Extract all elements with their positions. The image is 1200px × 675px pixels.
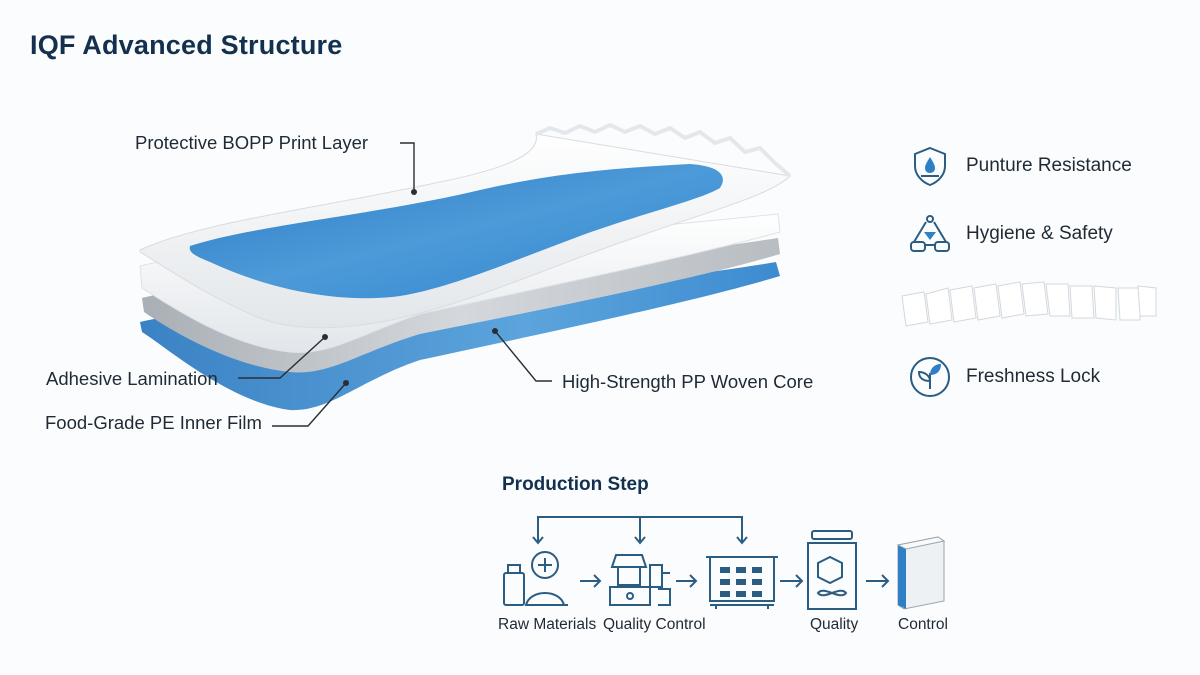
pe-inner-film-layer bbox=[140, 262, 780, 411]
raw-materials-icon bbox=[503, 551, 568, 606]
jar-icon bbox=[807, 530, 857, 610]
woven-texture-swatch bbox=[901, 281, 1157, 327]
feature-puncture-resistance: Punture Resistance bbox=[908, 142, 1188, 190]
leader-top bbox=[400, 142, 415, 192]
leader-inner bbox=[272, 382, 347, 427]
torn-edge bbox=[535, 122, 792, 178]
print-panel bbox=[189, 164, 723, 299]
feature-hygiene-safety: Hygiene & Safety bbox=[908, 210, 1188, 258]
page-title: IQF Advanced Structure bbox=[30, 30, 343, 60]
feature-label: Hygiene & Safety bbox=[966, 223, 1113, 244]
storage-icon bbox=[706, 556, 778, 609]
step-label-control: Control bbox=[898, 616, 948, 633]
label-pp-woven-core: High-Strength PP Woven Core bbox=[562, 371, 814, 392]
leaf-circle-icon bbox=[910, 357, 950, 397]
machine-icon bbox=[609, 554, 671, 606]
step-label-raw-materials: Raw Materials bbox=[498, 616, 597, 633]
production-title: Production Step bbox=[502, 474, 649, 495]
shield-drop-icon bbox=[914, 146, 946, 187]
feature-freshness-lock: Freshness Lock bbox=[908, 353, 1188, 401]
production-flow-diagram bbox=[503, 516, 946, 610]
label-bopp-layer: Protective BOPP Print Layer bbox=[135, 132, 369, 153]
layer-stack-illustration bbox=[139, 122, 792, 427]
leader-adhesive bbox=[238, 336, 326, 379]
step-label-quality-control: Quality Control bbox=[603, 616, 706, 633]
package-block-icon bbox=[896, 536, 946, 610]
leader-core bbox=[494, 330, 552, 382]
label-pe-inner-film: Food-Grade PE Inner Film bbox=[45, 412, 262, 433]
label-adhesive-lamination: Adhesive Lamination bbox=[46, 368, 218, 389]
flask-glasses-icon bbox=[910, 215, 950, 252]
feature-label: Freshness Lock bbox=[966, 366, 1101, 387]
step-label-quality: Quality bbox=[810, 616, 859, 633]
feature-label: Punture Resistance bbox=[966, 155, 1132, 176]
